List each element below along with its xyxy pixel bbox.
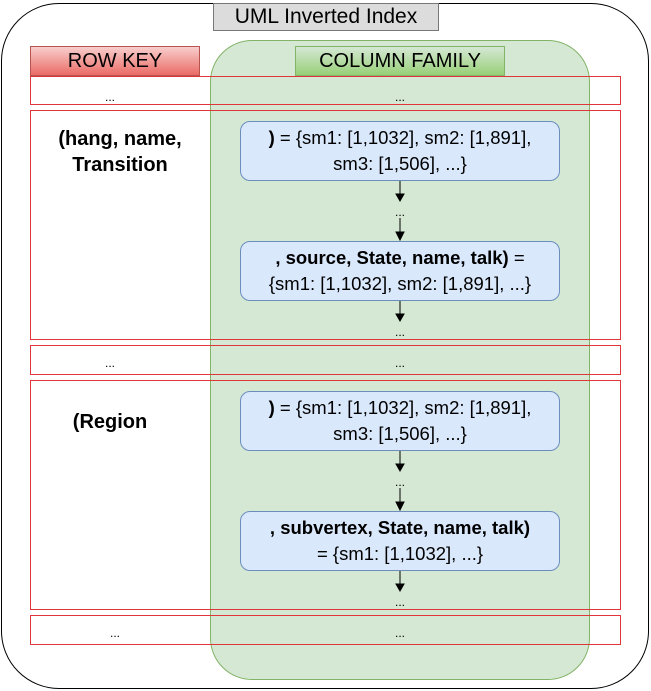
- row-4-key-line1: (Region: [72, 411, 148, 433]
- row-2-cell-2-bold: , source, State, name, talk): [275, 247, 509, 268]
- row-5-value: ...: [394, 626, 405, 640]
- row-3-key: ...: [104, 356, 115, 370]
- row-2-cell-1-rest: = {sm1: [1,1032], sm2: [1,891],: [274, 127, 532, 148]
- row-2: [30, 110, 621, 340]
- row-2-ellipsis-1: ...: [394, 205, 405, 219]
- arrowhead-r4-b: [395, 501, 405, 512]
- row-4-cell-2: , subvertex, State, name, talk) = {sm1: …: [240, 511, 560, 571]
- row-4-cell-1: ) = {sm1: [1,1032], sm2: [1,891], sm3: […: [240, 391, 560, 451]
- arrowhead-r4-a: [395, 463, 405, 473]
- row-4-cell-2-line2: = {sm1: [1,1032], ...}: [316, 543, 484, 564]
- row-2-cell-1-line1: ) = {sm1: [1,1032], sm2: [1,891],: [269, 125, 532, 151]
- row-5-key: ...: [109, 626, 120, 640]
- row-2-cell-2-line2: {sm1: [1,1032], sm2: [1,891], ...}: [268, 273, 532, 294]
- row-4-key: (Region: [30, 409, 190, 435]
- row-4-ellipsis-1: ...: [394, 475, 405, 489]
- row-4-cell-1-bold: ): [268, 397, 275, 418]
- diagram-title: UML Inverted Index: [213, 3, 439, 31]
- row-4-cell-2-line1: , subvertex, State, name, talk): [270, 515, 530, 541]
- row-3-value: ...: [394, 356, 405, 370]
- row-2-cell-1: ) = {sm1: [1,1032], sm2: [1,891], sm3: […: [240, 121, 560, 181]
- row-1-key: ...: [104, 90, 115, 104]
- row-2-cell-2-rest: =: [508, 247, 525, 268]
- arrowhead-r4-c: [395, 583, 405, 593]
- arrowhead-r2-a: [395, 193, 405, 203]
- row-5: [30, 615, 621, 645]
- row-2-key-line2: Transition: [72, 154, 168, 176]
- row-2-cell-2: , source, State, name, talk) = {sm1: [1,…: [240, 241, 560, 301]
- arrowhead-r2-c: [395, 313, 405, 323]
- arrowhead-r2-b: [395, 231, 405, 242]
- row-4-cell-2-bold: , subvertex, State, name, talk): [269, 517, 531, 538]
- row-key-header: ROW KEY: [30, 46, 200, 76]
- row-4-ellipsis-2: ...: [394, 595, 405, 609]
- row-2-cell-2-line1: , source, State, name, talk) =: [275, 245, 524, 271]
- row-1: [30, 76, 621, 105]
- row-1-value: ...: [394, 90, 405, 104]
- row-4: [30, 380, 621, 610]
- row-4-cell-1-line2: sm3: [1,506], ...}: [333, 423, 467, 444]
- row-2-key-line1: (hang, name,: [58, 128, 182, 150]
- row-2-cell-1-bold: ): [268, 127, 275, 148]
- row-4-cell-1-rest: = {sm1: [1,1032], sm2: [1,891],: [274, 397, 532, 418]
- row-2-key: (hang, name, Transition: [30, 126, 210, 178]
- row-3: [30, 345, 621, 375]
- row-2-cell-1-line2: sm3: [1,506], ...}: [333, 153, 467, 174]
- row-2-ellipsis-2: ...: [394, 325, 405, 339]
- column-family-header: COLUMN FAMILY: [295, 46, 505, 76]
- row-4-cell-1-line1: ) = {sm1: [1,1032], sm2: [1,891],: [269, 395, 532, 421]
